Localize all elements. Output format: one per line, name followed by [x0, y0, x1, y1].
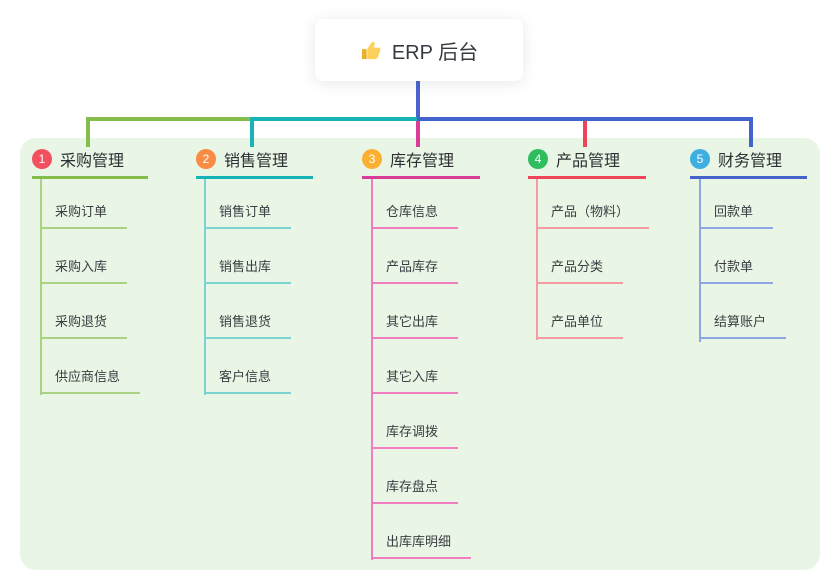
branch-vertical-line — [40, 179, 42, 395]
branch-vertical-line — [371, 179, 373, 560]
branch-children-sales: 销售订单 销售出库 销售退货 客户信息 — [204, 179, 292, 395]
branch-header-inventory[interactable]: 3 库存管理 — [362, 146, 480, 179]
node-product-stock[interactable]: 产品库存 — [371, 256, 459, 284]
node-product-unit[interactable]: 产品单位 — [536, 311, 624, 339]
branch-title: 财务管理 — [718, 152, 783, 170]
node-settlement-account[interactable]: 结算账户 — [699, 311, 787, 339]
root-connector-line — [416, 80, 420, 119]
bus-segment-branch1 — [86, 117, 252, 121]
branch3-drop-line — [416, 121, 420, 147]
branch-title: 采购管理 — [60, 152, 125, 170]
branch-number-badge: 3 — [362, 148, 382, 169]
node-sales-order[interactable]: 销售订单 — [204, 201, 292, 229]
root-node[interactable]: ERP 后台 — [315, 19, 523, 81]
thumbs-up-icon — [361, 41, 381, 59]
branch-title: 销售管理 — [224, 152, 289, 170]
branch-vertical-line — [699, 179, 701, 342]
branch-children-finance: 回款单 付款单 结算账户 — [699, 179, 787, 342]
branch-title: 产品管理 — [556, 152, 621, 170]
node-customer-info[interactable]: 客户信息 — [204, 366, 292, 394]
branch-header-purchase[interactable]: 1 采购管理 — [32, 146, 148, 179]
branch-number-badge: 4 — [528, 148, 548, 169]
branch5-drop-line — [749, 117, 753, 147]
node-other-inbound[interactable]: 其它入库 — [371, 366, 459, 394]
branch-number-badge: 5 — [690, 148, 710, 169]
node-supplier-info[interactable]: 供应商信息 — [40, 366, 141, 394]
branch-children-product: 产品（物料） 产品分类 产品单位 — [536, 179, 650, 340]
branch-header-finance[interactable]: 5 财务管理 — [690, 146, 807, 179]
node-stock-taking[interactable]: 库存盘点 — [371, 476, 459, 504]
node-payment-slip[interactable]: 付款单 — [699, 256, 774, 284]
node-warehouse-info[interactable]: 仓库信息 — [371, 201, 459, 229]
node-product-category[interactable]: 产品分类 — [536, 256, 624, 284]
branch-number-badge: 2 — [196, 148, 216, 169]
node-stock-transfer[interactable]: 库存调拨 — [371, 421, 459, 449]
node-other-outbound[interactable]: 其它出库 — [371, 311, 459, 339]
node-purchase-inbound[interactable]: 采购入库 — [40, 256, 128, 284]
node-sales-outbound[interactable]: 销售出库 — [204, 256, 292, 284]
branch-children-purchase: 采购订单 采购入库 采购退货 供应商信息 — [40, 179, 141, 395]
branch-vertical-line — [536, 179, 538, 340]
node-purchase-order[interactable]: 采购订单 — [40, 201, 128, 229]
root-title: ERP 后台 — [391, 41, 479, 64]
branch4-drop-line — [583, 121, 587, 147]
node-purchase-return[interactable]: 采购退货 — [40, 311, 128, 339]
node-sales-return[interactable]: 销售退货 — [204, 311, 292, 339]
branch-header-sales[interactable]: 2 销售管理 — [196, 146, 313, 179]
branches-panel — [20, 138, 820, 570]
branch-header-product[interactable]: 4 产品管理 — [528, 146, 646, 179]
bus-segment-branch5 — [417, 117, 753, 121]
branch1-drop-line — [86, 117, 90, 147]
node-receipt-slip[interactable]: 回款单 — [699, 201, 774, 229]
branch-title: 库存管理 — [390, 152, 455, 170]
node-product-material[interactable]: 产品（物料） — [536, 201, 650, 229]
branch-vertical-line — [204, 179, 206, 395]
bus-segment-branch2 — [250, 117, 419, 121]
branch-number-badge: 1 — [32, 148, 52, 169]
branch2-drop-line — [250, 117, 254, 147]
node-outbound-detail[interactable]: 出库库明细 — [371, 531, 472, 559]
branch-children-inventory: 仓库信息 产品库存 其它出库 其它入库 库存调拨 库存盘点 出库库明细 — [371, 179, 472, 560]
